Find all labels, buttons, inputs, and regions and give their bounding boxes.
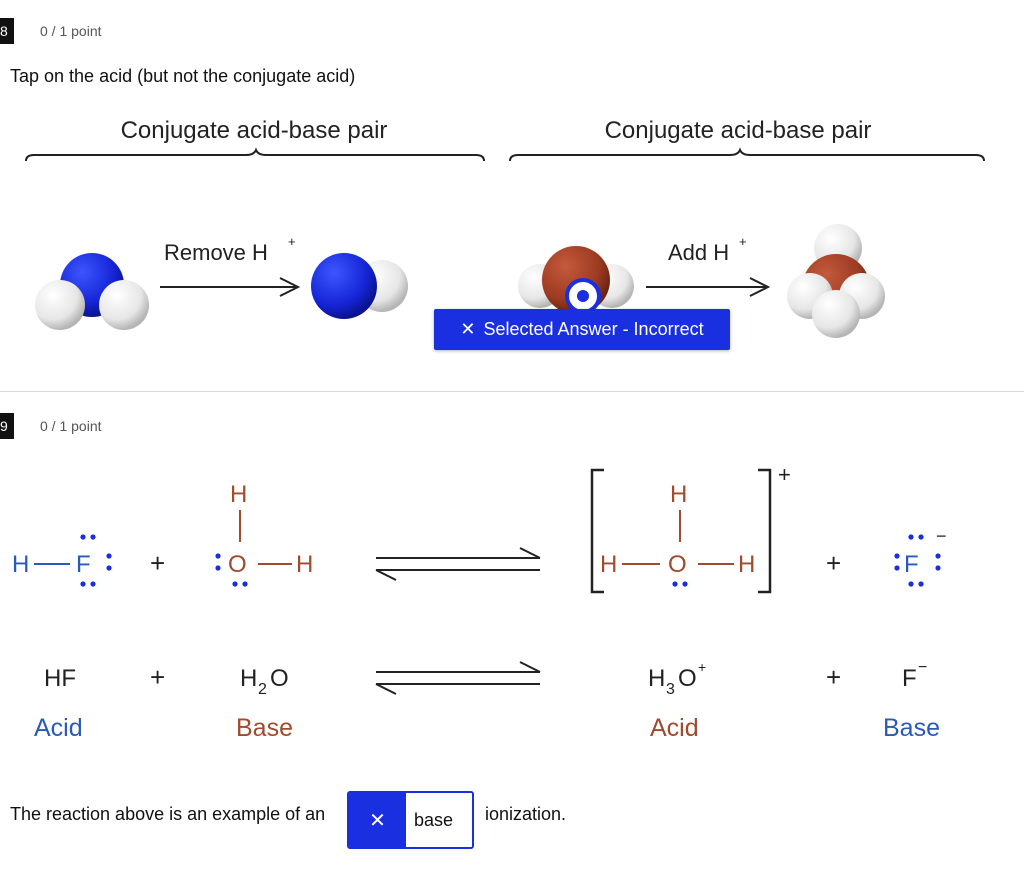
close-icon: ✕ <box>460 319 476 339</box>
ammonia-molecule[interactable] <box>35 253 149 330</box>
feedback-text: Selected Answer - Incorrect <box>483 319 704 339</box>
lewis-hf-f: F <box>76 551 91 578</box>
equilibrium-arrow-1 <box>375 547 541 581</box>
lewis-water-right-h: H <box>296 551 313 578</box>
lewis-h3o-top-h: H <box>670 481 687 508</box>
formula-h2o-h: H <box>240 665 257 692</box>
lewis-h3o-left-h: H <box>600 551 617 578</box>
formula-h3o-sub: 3 <box>666 681 675 698</box>
add-arrow <box>646 277 771 297</box>
lewis-fluoride-f: F <box>904 551 919 578</box>
brace-right <box>509 147 985 162</box>
question-points-9: 0 / 1 point <box>40 418 102 434</box>
answer-dropdown[interactable]: ✕ base <box>347 791 474 849</box>
conjugate-pair-diagram: Conjugate acid-base pair Conjugate acid-… <box>25 117 985 338</box>
incorrect-icon: ✕ <box>349 793 406 847</box>
add-h-label: Add H <box>668 240 729 265</box>
role-product-base: Base <box>883 714 940 742</box>
amide-molecule[interactable] <box>311 253 408 319</box>
lewis-h3o-right-h: H <box>738 551 755 578</box>
role-product-acid: Acid <box>650 714 699 742</box>
remove-arrow <box>160 277 301 297</box>
answer-value: base <box>414 809 454 830</box>
hydronium-molecule[interactable] <box>787 224 885 338</box>
question-number-8: 8 <box>0 18 14 44</box>
lewis-plus-1: + <box>150 548 165 578</box>
sentence-before: The reaction above is an example of an <box>10 804 326 824</box>
add-h-sup: + <box>739 234 747 249</box>
role-reactant-base: Base <box>236 714 293 742</box>
sentence-after: ionization. <box>485 804 567 824</box>
formula-h3o-h: H <box>648 665 665 692</box>
question-number-9: 9 <box>0 413 14 439</box>
formula-h3o-sup: + <box>698 659 706 675</box>
water-lone-pairs <box>215 553 248 587</box>
ionization-reaction-diagram: H F + H O H + H H O H + F − <box>12 462 947 742</box>
lewis-hf-h: H <box>12 551 29 578</box>
equilibrium-arrow-2 <box>375 661 541 695</box>
question-prompt: Tap on the acid (but not the conjugate a… <box>10 66 356 86</box>
pair-label-right: Conjugate acid-base pair <box>605 117 872 144</box>
question-divider <box>0 391 1024 392</box>
h3o-lone-pair <box>672 581 688 587</box>
lewis-water-o: O <box>228 551 247 578</box>
role-reactant-acid: Acid <box>34 714 83 742</box>
hydronium-charge: + <box>778 462 791 487</box>
formula-plus-2: + <box>826 662 841 692</box>
fluoride-charge: − <box>936 526 947 546</box>
lewis-plus-2: + <box>826 548 841 578</box>
formula-h3o-o: O <box>678 665 697 692</box>
formula-hf: HF <box>44 665 76 692</box>
formula-h2o-o: O <box>270 665 289 692</box>
fluoride-lone-pairs <box>894 534 941 587</box>
formula-h2o-sub: 2 <box>258 681 267 698</box>
brace-left <box>25 147 485 162</box>
selected-answer-incorrect-banner: ✕ Selected Answer - Incorrect <box>434 309 730 350</box>
hf-lone-pairs <box>80 534 112 587</box>
formula-f-sup: − <box>918 659 927 676</box>
remove-h-sup: + <box>288 234 296 249</box>
lewis-h3o-o: O <box>668 551 687 578</box>
water-molecule[interactable] <box>518 246 634 314</box>
question-points-8: 0 / 1 point <box>40 23 102 39</box>
formula-plus-1: + <box>150 662 165 692</box>
pair-label-left: Conjugate acid-base pair <box>121 117 388 144</box>
lewis-water-top-h: H <box>230 481 247 508</box>
formula-f: F <box>902 665 917 692</box>
remove-h-label: Remove H <box>164 240 268 265</box>
hydronium-brackets <box>590 468 772 594</box>
